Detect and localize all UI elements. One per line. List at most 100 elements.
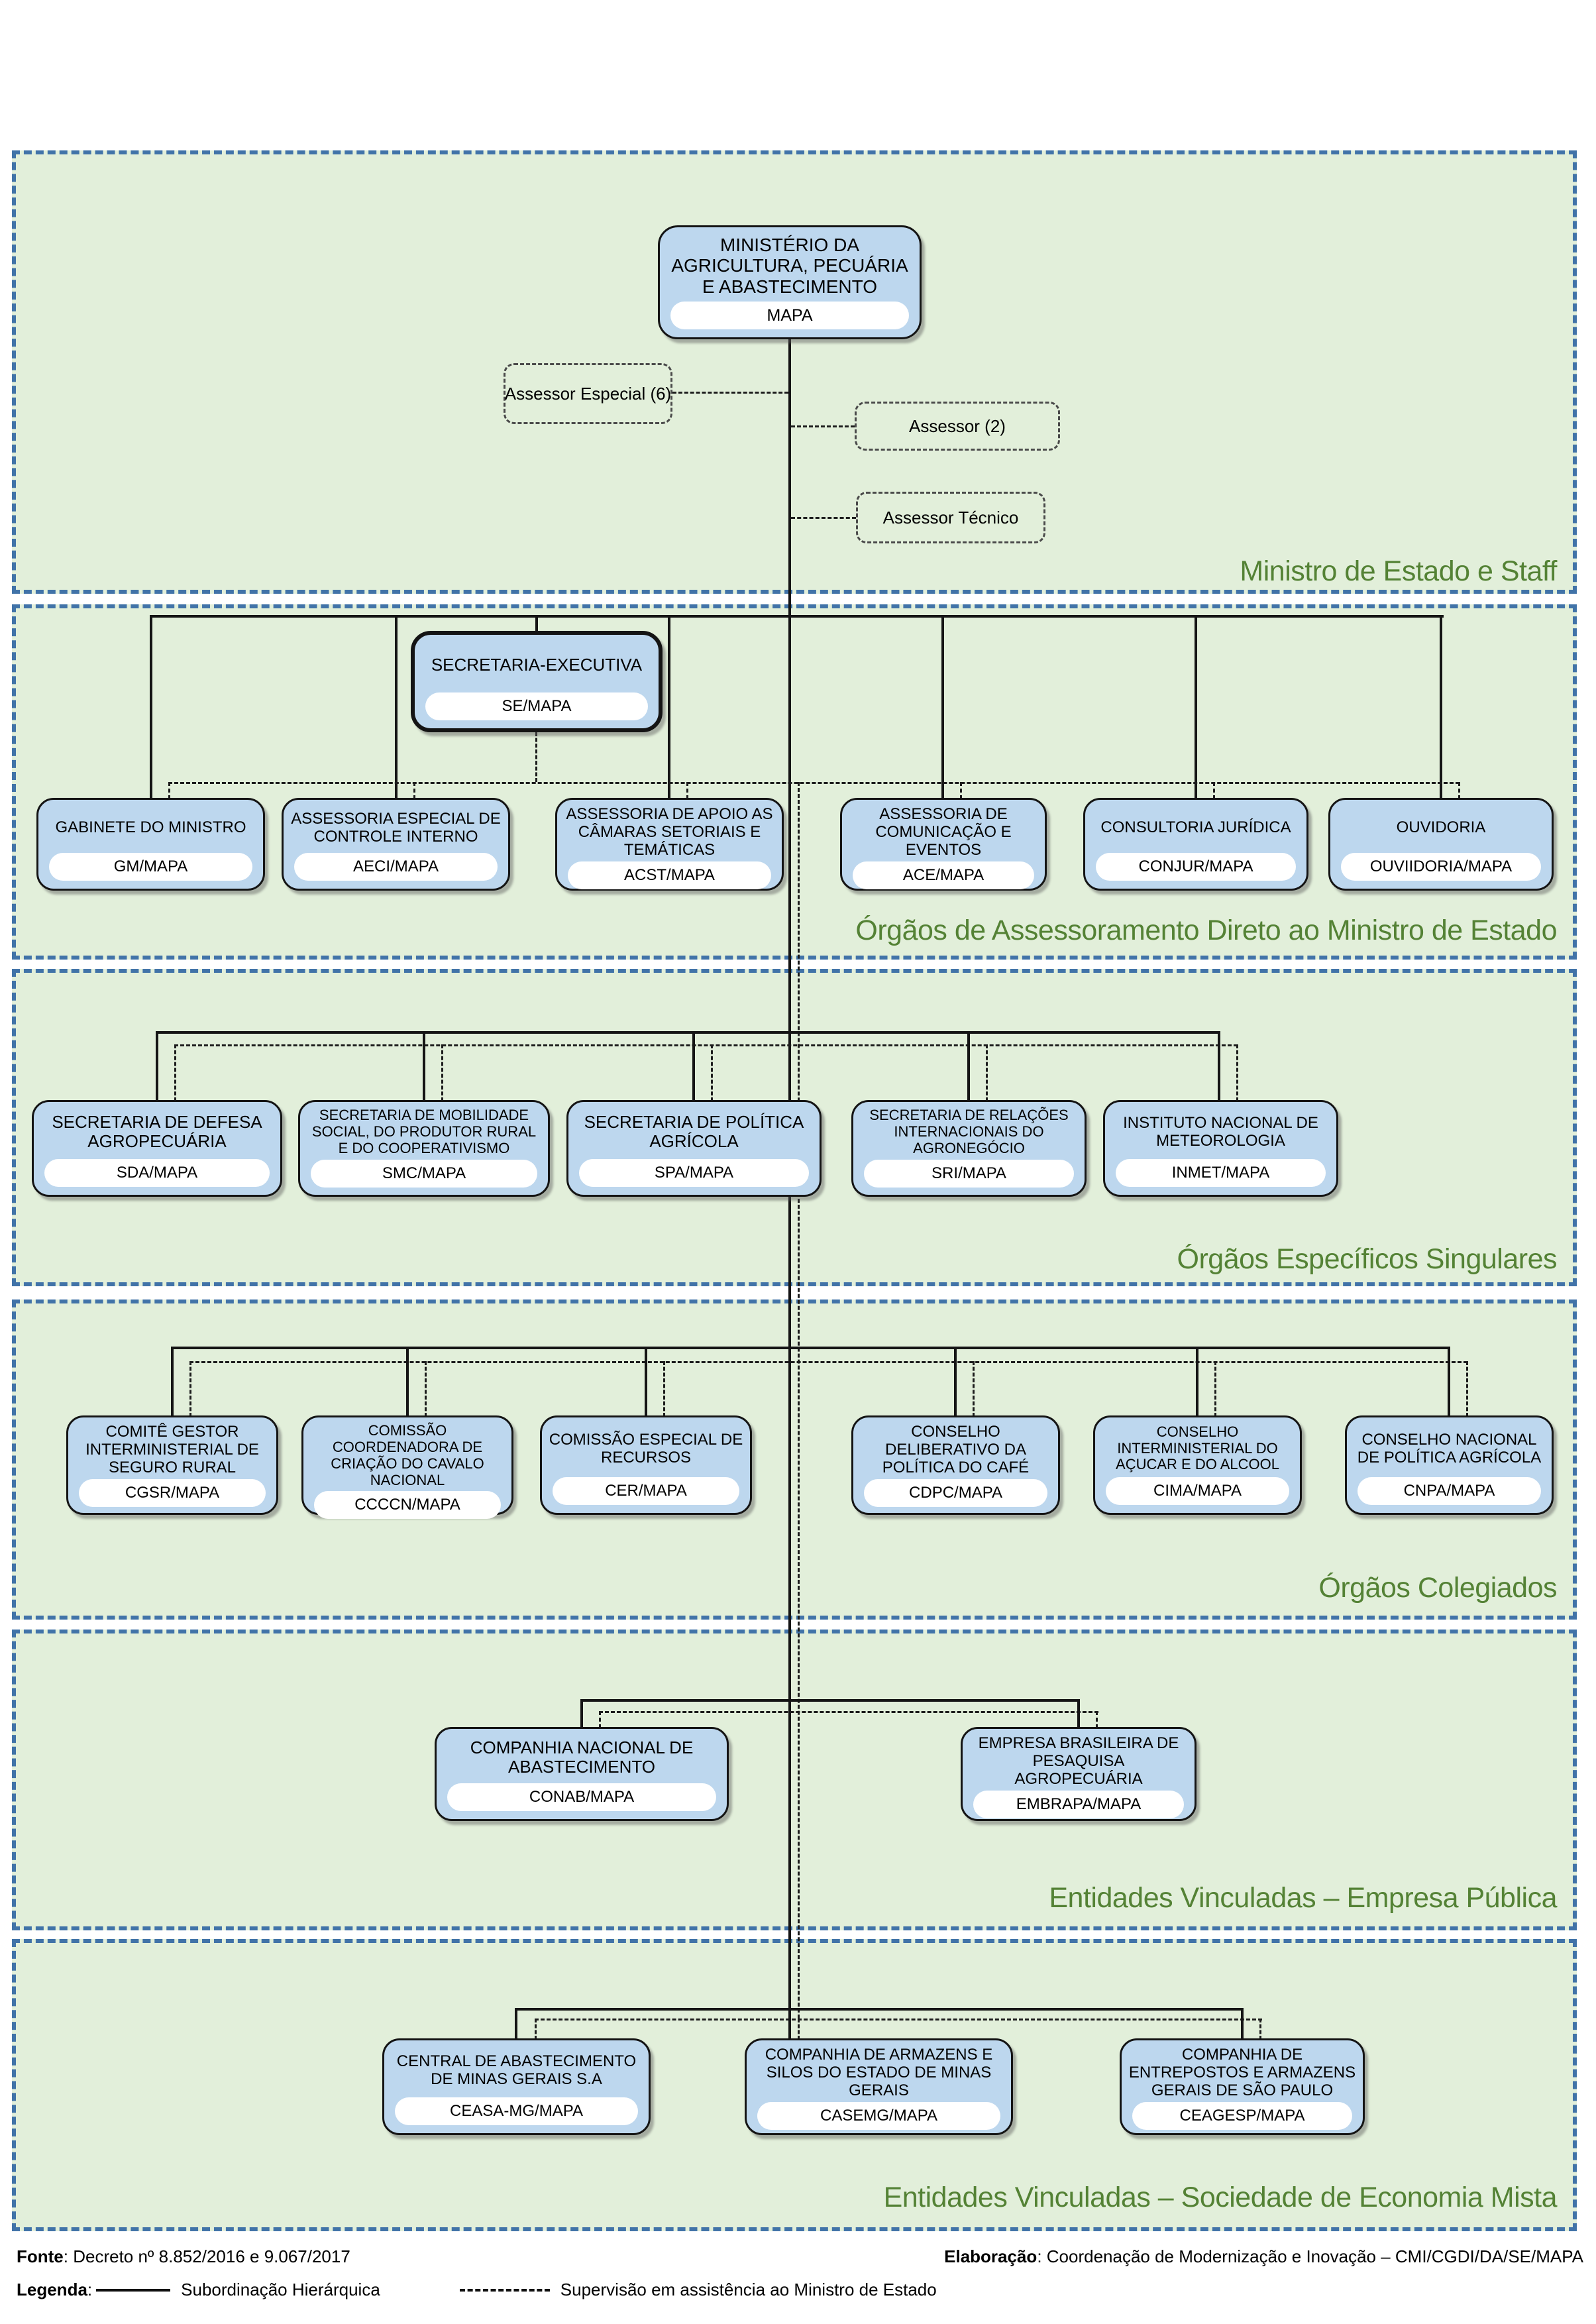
connector-horizontal-line [672, 392, 788, 394]
section-label-ministro-staff: Ministro de Estado e Staff [1240, 555, 1557, 587]
connector-horizontal-line [171, 1347, 1450, 1349]
org-node-code: CNPA/MAPA [1357, 1477, 1541, 1505]
org-node-smc: SECRETARIA DE MOBILIDADE SOCIAL, DO PROD… [298, 1100, 550, 1197]
org-node-title: CONSELHO DELIBERATIVO DA POLÍTICA DO CAF… [882, 1423, 1030, 1477]
connector-vertical-line [960, 782, 962, 799]
connector-vertical-line [668, 615, 670, 798]
org-node-title: CENTRAL DE ABASTECIMENTO DE MINAS GERAIS… [396, 2052, 637, 2088]
org-node-code: CONAB/MAPA [447, 1783, 716, 1811]
org-node-mapa: MINISTÉRIO DA AGRICULTURA, PECUÁRIA E AB… [658, 225, 922, 339]
section-label-especificos: Órgãos Específicos Singulares [1177, 1243, 1558, 1275]
connector-vertical-line [441, 1044, 443, 1101]
org-node-code: CIMA/MAPA [1106, 1477, 1289, 1505]
org-node-embrapa: EMPRESA BRASILEIRA DE PESAQUISA AGROPECU… [961, 1727, 1197, 1821]
org-node-title: CONSELHO NACIONAL DE POLÍTICA AGRÍCOLA [1357, 1430, 1542, 1466]
connector-horizontal-line [174, 1044, 1238, 1046]
connector-horizontal-line [599, 1711, 1098, 1713]
org-node-sri: SECRETARIA DE RELAÇÕES INTERNACIONAIS DO… [851, 1100, 1087, 1197]
connector-vertical-line [171, 1347, 174, 1417]
section-empresa-publica [12, 1630, 1577, 1930]
connector-horizontal-line [150, 615, 1444, 618]
connector-horizontal-line [791, 517, 856, 519]
section-label-empresa-publica: Entidades Vinculadas – Empresa Pública [1049, 1882, 1557, 1914]
org-node-cgsr: COMITÊ GESTOR INTERMINISTERIAL DE SEGURO… [66, 1415, 278, 1515]
org-node-code: SRI/MAPA [864, 1159, 1074, 1188]
staff-node-assessor-tecnico: Assessor Técnico [856, 492, 1045, 543]
connector-vertical-line [711, 1044, 713, 1101]
org-node-title: CONSULTORIA JURÍDICA [1100, 818, 1291, 837]
connector-vertical-line [1241, 2008, 1244, 2040]
connector-vertical-line [168, 782, 170, 799]
org-node-title: GABINETE DO MINISTRO [55, 818, 246, 837]
org-node-title: INSTITUTO NACIONAL DE METEOROLOGIA [1123, 1113, 1318, 1150]
org-node-title: MINISTÉRIO DA AGRICULTURA, PECUÁRIA E AB… [671, 234, 908, 297]
staff-node-assessor: Assessor (2) [855, 402, 1060, 451]
connector-vertical-line [515, 2008, 517, 2040]
org-node-code: AECI/MAPA [294, 853, 498, 881]
connector-vertical-line [967, 1031, 970, 1101]
connector-vertical-line [423, 1031, 425, 1101]
org-node-code: CCCCN/MAPA [314, 1491, 501, 1520]
section-label-colegiados: Órgãos Colegiados [1318, 1572, 1557, 1604]
org-node-title: SECRETARIA-EXECUTIVA [431, 654, 643, 675]
connector-vertical-line [535, 615, 538, 632]
connector-vertical-line [395, 615, 398, 798]
connector-vertical-line [1259, 2019, 1261, 2040]
connector-vertical-line [986, 1044, 988, 1101]
connector-vertical-line [535, 732, 537, 782]
org-node-casemg: COMPANHIA DE ARMAZENS E SILOS DO ESTADO … [745, 2038, 1013, 2135]
connector-horizontal-line [156, 1031, 1220, 1034]
elaboracao-text: : Coordenação de Modernização e Inovação… [1037, 2246, 1583, 2266]
connector-vertical-line [1448, 1347, 1450, 1417]
connector-vertical-line [1458, 782, 1460, 799]
connector-horizontal-line [535, 2019, 1262, 2020]
org-node-ceasa-mg: CENTRAL DE ABASTECIMENTO DE MINAS GERAIS… [382, 2038, 651, 2135]
connector-vertical-line [798, 782, 800, 2019]
connector-horizontal-line [168, 782, 1460, 784]
org-node-code: CER/MAPA [553, 1477, 739, 1505]
org-node-code: GM/MAPA [49, 853, 252, 881]
connector-vertical-line [798, 2019, 800, 2040]
org-node-title: COMPANHIA NACIONAL DE ABASTECIMENTO [470, 1737, 694, 1777]
connector-vertical-line [973, 1361, 975, 1417]
legend-solid-label: Subordinação Hierárquica [181, 2280, 380, 2299]
org-node-code: SPA/MAPA [579, 1159, 809, 1187]
org-node-code: ACST/MAPA [568, 861, 771, 890]
connector-vertical-line [686, 782, 688, 799]
org-node-title: ASSESSORIA DE COMUNICAÇÃO E EVENTOS [875, 805, 1012, 859]
legenda-label: Legenda [17, 2280, 87, 2299]
footer-fonte: Fonte: Decreto nº 8.852/2016 e 9.067/201… [17, 2246, 350, 2267]
connector-vertical-line [406, 1347, 409, 1417]
org-node-code: CONJUR/MAPA [1096, 853, 1296, 881]
connector-vertical-line [1196, 1347, 1198, 1417]
org-node-ceagesp: COMPANHIA DE ENTREPOSTOS E ARMAZENS GERA… [1120, 2038, 1365, 2135]
staff-node-assessor-especial: Assessor Especial (6) [504, 363, 672, 424]
org-node-title: SECRETARIA DE POLÍTICA AGRÍCOLA [584, 1111, 804, 1151]
org-node-code: INMET/MAPA [1116, 1159, 1326, 1187]
connector-vertical-line [1440, 615, 1442, 798]
org-node-title: OUVIDORIA [1396, 818, 1486, 837]
section-label-assessoramento: Órgãos de Assessoramento Direto ao Minis… [855, 914, 1557, 946]
org-node-title: ASSESSORIA ESPECIAL DE CONTROLE INTERNO [291, 809, 501, 846]
org-node-code: CASEMG/MAPA [757, 2102, 1000, 2130]
connector-vertical-line [663, 1361, 665, 1417]
legend-dashed-label: Supervisão em assistência ao Ministro de… [560, 2280, 937, 2299]
org-node-title: COMITÊ GESTOR INTERMINISTERIAL DE SEGURO… [85, 1423, 259, 1477]
org-node-title: COMISSÃO COORDENADORA DE CRIAÇÃO DO CAVA… [331, 1422, 484, 1488]
connector-vertical-line [599, 1711, 601, 1728]
section-label-economia-mista: Entidades Vinculadas – Sociedade de Econ… [883, 2182, 1558, 2213]
connector-vertical-line [1213, 782, 1215, 799]
legend-solid-line-swatch [96, 2288, 171, 2292]
connector-vertical-line [645, 1347, 647, 1417]
org-node-title: ASSESSORIA DE APOIO AS CÂMARAS SETORIAIS… [566, 805, 773, 859]
connector-vertical-line [425, 1361, 427, 1417]
org-node-code: OUVIIDORIA/MAPA [1341, 853, 1541, 881]
org-node-title: SECRETARIA DE MOBILIDADE SOCIAL, DO PROD… [311, 1107, 537, 1156]
org-node-title: SECRETARIA DE DEFESA AGROPECUÁRIA [52, 1111, 262, 1151]
org-node-cdpc: CONSELHO DELIBERATIVO DA POLÍTICA DO CAF… [851, 1415, 1060, 1515]
org-node-conab: COMPANHIA NACIONAL DE ABASTECIMENTO CONA… [435, 1727, 729, 1821]
org-node-cnpa: CONSELHO NACIONAL DE POLÍTICA AGRÍCOLA C… [1345, 1415, 1554, 1515]
connector-vertical-line [580, 1699, 583, 1728]
org-node-code: MAPA [670, 302, 909, 329]
connector-vertical-line [413, 782, 415, 799]
